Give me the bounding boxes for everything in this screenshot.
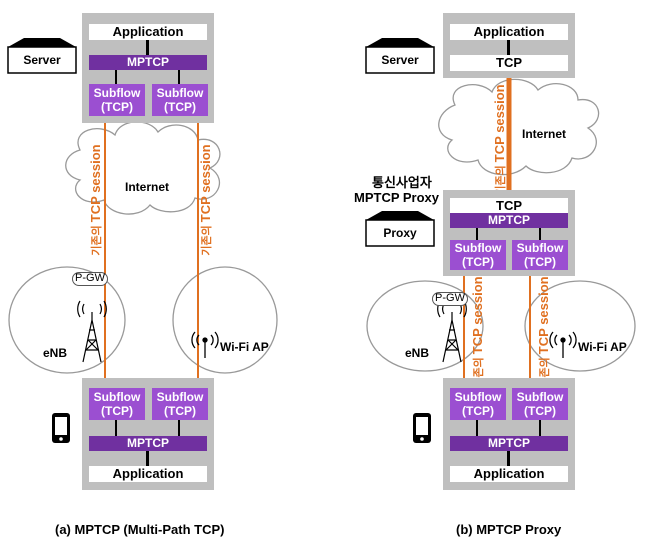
tcp-session-label-b3: 기존의 TCP session bbox=[536, 276, 551, 388]
connector bbox=[539, 228, 541, 240]
subflow-box: Subflow (TCP) bbox=[512, 388, 568, 420]
smartphone-icon-b bbox=[413, 413, 431, 443]
wifi-oval-b bbox=[524, 280, 636, 372]
connector bbox=[178, 70, 180, 84]
subflow-box: Subflow (TCP) bbox=[89, 388, 145, 420]
subflow-box: Subflow (TCP) bbox=[450, 388, 506, 420]
tcp-session-label-a2: 기존의 TCP session bbox=[198, 144, 213, 256]
tcp-box-proxy-b: TCP bbox=[450, 198, 568, 213]
operator-label: 통신사업자 bbox=[372, 175, 432, 190]
wifi-ap-icon-a bbox=[191, 331, 219, 358]
connector bbox=[539, 420, 541, 436]
tcp-session-label-a1: 기존의 TCP session bbox=[88, 144, 103, 256]
application-box-top-b: Application bbox=[450, 24, 568, 40]
cell-oval-a bbox=[8, 266, 126, 374]
subflow-box: Subflow (TCP) bbox=[152, 388, 208, 420]
caption-b: (b) MPTCP Proxy bbox=[456, 522, 562, 537]
mptcp-box-bottom-a: MPTCP bbox=[89, 436, 207, 451]
subflow-box: Subflow (TCP) bbox=[89, 84, 145, 116]
application-box-bottom-b: Application bbox=[450, 466, 568, 482]
smartphone-icon-a bbox=[52, 413, 70, 443]
connector bbox=[507, 40, 510, 55]
internet-label-a: Internet bbox=[125, 180, 170, 194]
proxy-icon-b bbox=[365, 211, 435, 247]
cell-tower-icon-a bbox=[77, 300, 107, 363]
pgw-badge-a: P-GW bbox=[72, 272, 108, 286]
mptcp-box-bottom-b: MPTCP bbox=[450, 436, 568, 451]
enb-label-a: eNB bbox=[43, 346, 68, 360]
internet-cloud-b bbox=[438, 78, 600, 176]
subflow-box: Subflow (TCP) bbox=[450, 240, 506, 270]
tcp-session-label-b1: 기존의 TCP session bbox=[492, 84, 507, 196]
connector bbox=[476, 228, 478, 240]
server-label-b: Server bbox=[381, 53, 419, 67]
server-label-a: Server bbox=[23, 53, 61, 67]
connector bbox=[146, 40, 149, 55]
tcp-session-label-b2: 기존의 TCP session bbox=[470, 276, 485, 388]
tcp-box-top-b: TCP bbox=[450, 55, 568, 71]
connector bbox=[146, 451, 149, 466]
server-icon-b bbox=[365, 38, 435, 74]
subflow-box: Subflow (TCP) bbox=[152, 84, 208, 116]
enb-label-b: eNB bbox=[405, 346, 430, 360]
application-box-top-a: Application bbox=[89, 24, 207, 40]
connector bbox=[115, 70, 117, 84]
mptcp-proxy-label: MPTCP Proxy bbox=[354, 190, 440, 205]
internet-label-b: Internet bbox=[522, 127, 567, 141]
wifi-ap-label-b: Wi-Fi AP bbox=[578, 340, 627, 354]
mptcp-box-top-a: MPTCP bbox=[89, 55, 207, 70]
pgw-badge-b: P-GW bbox=[432, 292, 468, 306]
caption-a: (a) MPTCP (Multi-Path TCP) bbox=[55, 522, 225, 537]
wifi-oval-a bbox=[172, 266, 278, 374]
server-icon-a bbox=[7, 38, 77, 74]
connector bbox=[507, 451, 510, 466]
wifi-ap-icon-b bbox=[549, 331, 577, 358]
subflow-box: Subflow (TCP) bbox=[512, 240, 568, 270]
proxy-label: Proxy bbox=[383, 226, 417, 240]
wifi-ap-label-a: Wi-Fi AP bbox=[220, 340, 269, 354]
connector bbox=[476, 420, 478, 436]
application-box-bottom-a: Application bbox=[89, 466, 207, 482]
connector bbox=[178, 420, 180, 436]
mptcp-box-proxy-b: MPTCP bbox=[450, 213, 568, 228]
connector bbox=[115, 420, 117, 436]
